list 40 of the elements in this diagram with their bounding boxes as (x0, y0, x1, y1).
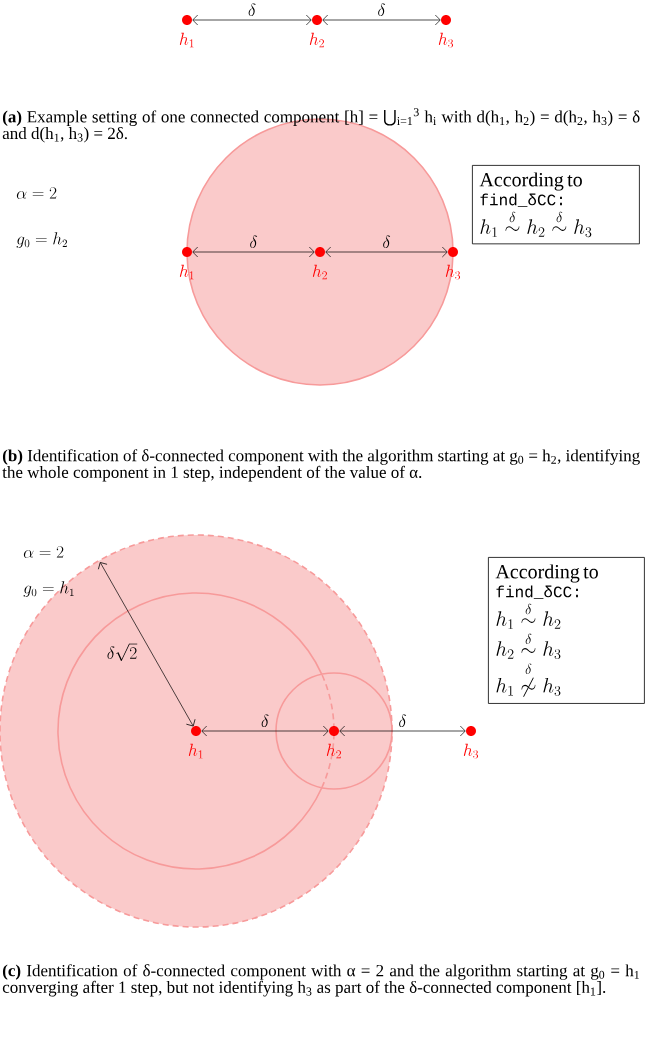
caption-text: (b) Identification of δ-connected component with the algorithm starting at g$_{0}$ = h$_{2}$, identifying the whole component in 1 step, independent of the value of α. (2, 449, 640, 482)
point: $h_2$ (312, 247, 327, 280)
edge-label: $\delta$ (378, 3, 386, 16)
point: $h_2$ (309, 15, 324, 48)
text-box: According to find_δCC: $h_1 \stackrel{\delta}{\sim} h_2$ $h_2 \stackrel{\delta}{\sim} h_3$ $h_1 \stackrel{\delta}{\not\sim} h_3$ (488, 557, 645, 704)
arrow (339, 725, 466, 737)
node-label: $h_3$ (445, 264, 461, 280)
point: $h_3$ (438, 15, 454, 48)
point: $h_2$ (326, 726, 341, 759)
edge-label: $\delta$ (261, 714, 269, 727)
caption-text: (a) Example setting of one connected component [h] = ⋃$_{i=1}$$^{3}$ h$_{i}$ with d(h$_{1}$, h$_{2}$) = d(h$_{2}$, h$_{3}$) = δ and d(h$_{1}$, h$_{3}$) = 2δ. (2, 108, 640, 143)
node-label: $h_3$ (438, 32, 454, 48)
parameter-label: $g_0 = h_1$ (23, 581, 74, 597)
node-label: $h_1$ (179, 264, 194, 280)
arrow (322, 14, 441, 26)
node-label: $h_2$ (312, 264, 327, 280)
edge-label: $\delta$ (399, 714, 407, 727)
edge-label: $\delta$ (248, 3, 256, 16)
dimension-label: $\delta\sqrt{2}$ (107, 643, 138, 661)
arrow (192, 14, 312, 26)
point: $h_1$ (179, 15, 194, 48)
node-label: $h_2$ (309, 32, 324, 48)
node-label: $h_1$ (188, 743, 203, 759)
point: $h_3$ (445, 247, 461, 280)
node-label: $h_1$ (179, 32, 194, 48)
parameter-label: $\alpha = 2$ (23, 546, 64, 558)
parameter-label: $g_0 = h_2$ (16, 232, 67, 248)
text-box: According to find_δCC: $h_1 \stackrel{\delta}{\sim} h_2 \stackrel{\delta}{\sim} h_3$ (472, 165, 640, 245)
caption-text: (c) Identification of δ-connected component with α = 2 and the algorithm starting at g$_{0}$ = h$_{1}$ converging after 1 step, but not identifying h$_{3}$ as part of the δ-connected component [h$_{1}$]. (2, 964, 639, 997)
node-label: $h_3$ (463, 743, 479, 759)
arrow (201, 725, 329, 737)
node-label: $h_2$ (326, 743, 341, 759)
point: $h_3$ (463, 726, 479, 759)
edge-label: $\delta$ (250, 235, 258, 248)
point: $h_1$ (179, 247, 194, 280)
arrow (325, 246, 448, 258)
edge-label: $\delta$ (383, 235, 391, 248)
point: $h_1$ (188, 726, 203, 759)
arrow (192, 246, 315, 258)
parameter-label: $\alpha = 2$ (16, 187, 57, 199)
